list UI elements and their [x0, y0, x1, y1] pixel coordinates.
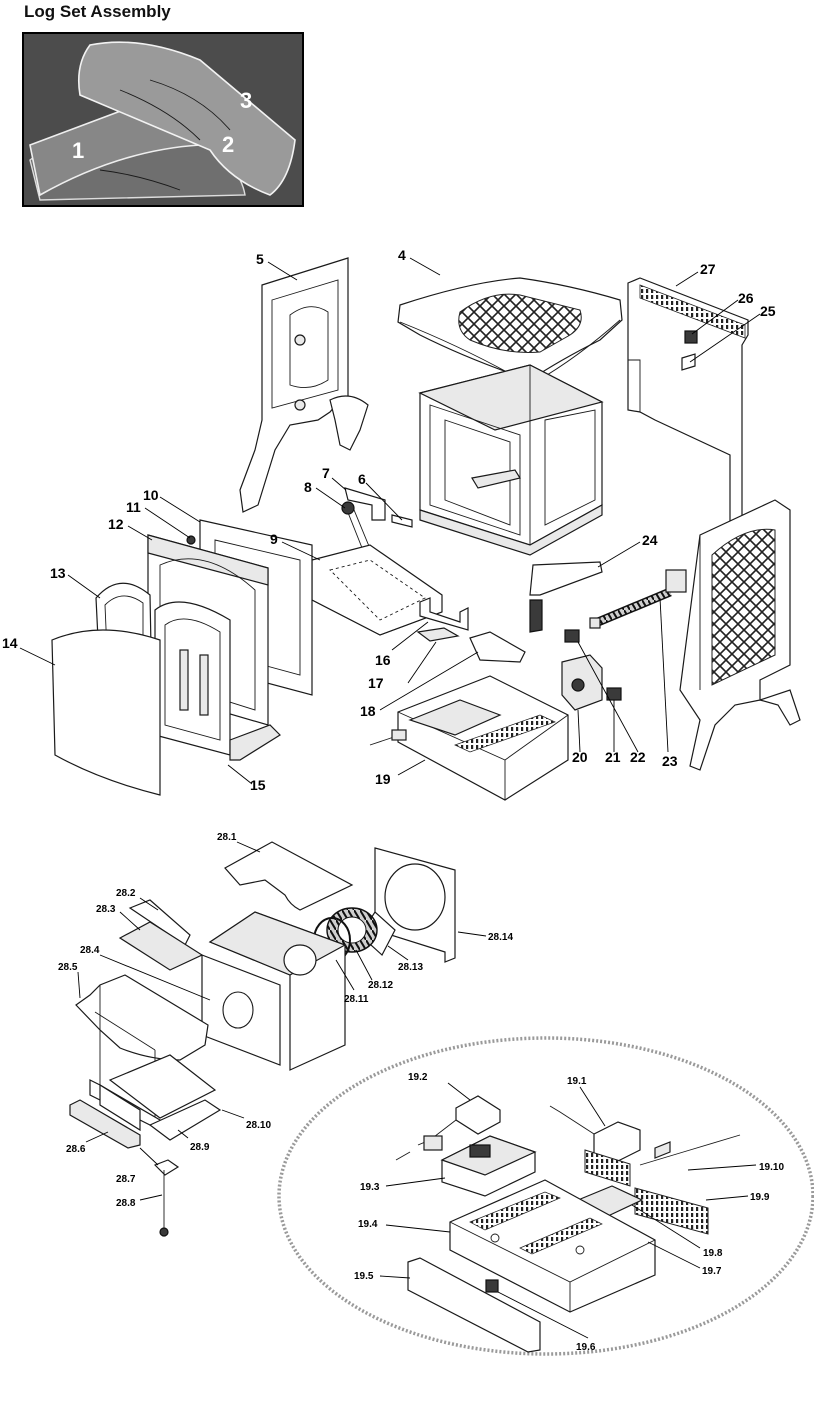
callout-19-7: 19.7 [702, 1266, 722, 1277]
callout-19-2: 19.2 [408, 1072, 428, 1083]
callout-17: 17 [368, 675, 384, 691]
callout-23: 23 [662, 753, 678, 769]
part-7-bracket [344, 487, 386, 521]
callout-28-7: 28.7 [116, 1174, 136, 1185]
part-24-bottom-rail [529, 599, 543, 633]
part-25-bracket [681, 353, 696, 371]
callout-19-5: 19.5 [354, 1271, 374, 1282]
callout-15: 15 [250, 777, 266, 793]
part-27-rear-shroud [627, 277, 749, 576]
part-6-pilot-cover [391, 514, 413, 528]
callout-28-9: 28.9 [190, 1142, 210, 1153]
part-4-top-plate [397, 277, 623, 386]
callout-19-6: 19.6 [576, 1342, 596, 1353]
callout-28-8: 28.8 [116, 1198, 136, 1209]
part-9-burner-pan [311, 544, 443, 636]
callout-16: 16 [375, 652, 391, 668]
callout-21: 21 [605, 749, 621, 765]
callout-12: 12 [108, 516, 124, 532]
callout-10: 10 [143, 487, 159, 503]
callout-28-1: 28.1 [217, 832, 237, 843]
callout-19-8: 19.8 [703, 1248, 723, 1259]
blower-assembly [69, 841, 456, 1237]
part-26-bracket [684, 330, 698, 344]
callout-19-1: 19.1 [567, 1076, 587, 1087]
callout-27: 27 [700, 261, 716, 277]
callout-28-3: 28.3 [96, 904, 116, 915]
part-22-fitting [564, 629, 580, 643]
callout-28-5: 28.5 [58, 962, 78, 973]
log-label-2: 2 [222, 132, 234, 157]
callout-14: 14 [2, 635, 18, 651]
callout-19: 19 [375, 771, 391, 787]
callout-28-2: 28.2 [116, 888, 136, 899]
part-20-gas-valve [561, 654, 603, 711]
part-11-screw [186, 535, 196, 545]
callout-5: 5 [256, 251, 264, 267]
main-callouts: 5 4 27 26 25 7 6 8 10 9 11 12 13 14 15 2… [2, 247, 776, 793]
part-15-door [154, 601, 281, 761]
part-23-gas-line [589, 569, 687, 629]
callout-24: 24 [642, 532, 658, 548]
callout-28-6: 28.6 [66, 1144, 86, 1155]
control-box-assembly [395, 1095, 741, 1353]
callout-28-4: 28.4 [80, 945, 100, 956]
callout-19-3: 19.3 [360, 1182, 380, 1193]
callout-26: 26 [738, 290, 754, 306]
part-16-bracket [419, 597, 469, 631]
page-title: Log Set Assembly [24, 2, 171, 21]
callout-4: 4 [398, 247, 406, 263]
callout-18: 18 [360, 703, 376, 719]
part-5-left-side-panel [239, 257, 369, 513]
callout-19-9: 19.9 [750, 1192, 770, 1203]
callout-28-11: 28.11 [344, 994, 369, 1005]
part-19-valve-box [369, 675, 569, 801]
log-label-3: 3 [240, 88, 252, 113]
part-14-glass-panel [51, 629, 161, 796]
blower-callouts: 28.1 28.2 28.3 28.4 28.5 28.6 28.7 28.8 … [58, 832, 513, 1209]
callout-13: 13 [50, 565, 66, 581]
callout-28-10: 28.10 [246, 1120, 271, 1131]
firebox-body [418, 364, 604, 596]
part-17-plate [416, 627, 460, 642]
right-side-panel [679, 499, 801, 771]
callout-11: 11 [126, 499, 141, 515]
callout-7: 7 [322, 465, 330, 481]
callout-20: 20 [572, 749, 588, 765]
callout-19-4: 19.4 [358, 1219, 378, 1230]
callout-6: 6 [358, 471, 366, 487]
callout-8: 8 [304, 479, 312, 495]
log-label-1: 1 [72, 138, 84, 163]
callout-9: 9 [270, 531, 278, 547]
log-set-photo: 1 2 3 [22, 32, 304, 207]
control-callouts: 19.1 19.2 19.3 19.4 19.5 19.6 19.7 19.8 … [354, 1072, 784, 1353]
callout-22: 22 [630, 749, 646, 765]
callout-28-13: 28.13 [398, 962, 423, 973]
callout-28-12: 28.12 [368, 980, 393, 991]
callout-28-14: 28.14 [488, 932, 513, 943]
callout-19-10: 19.10 [759, 1162, 784, 1173]
callout-25: 25 [760, 303, 776, 319]
part-18-bracket [469, 631, 526, 663]
